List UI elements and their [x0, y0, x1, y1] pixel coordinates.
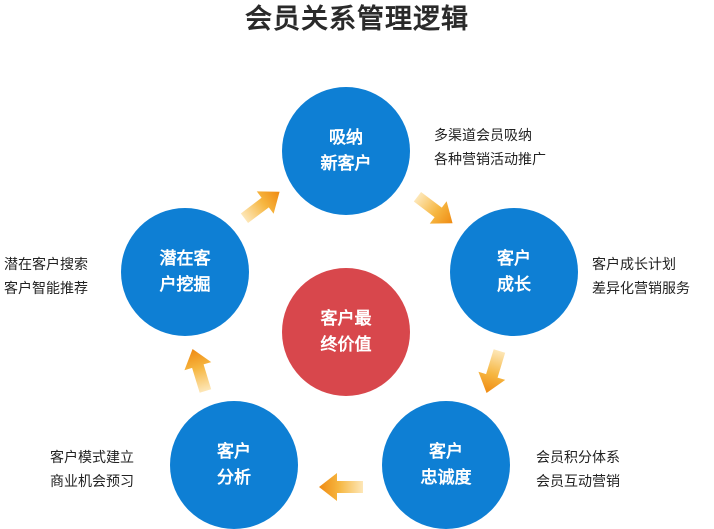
- arrow-grow-to-loyalty: [478, 349, 506, 394]
- node-grow-line1: 客户: [497, 249, 531, 269]
- node-analyze-label: 客户 分析: [174, 439, 294, 491]
- node-acquire-line1: 吸纳: [329, 128, 363, 148]
- desc-analyze-line1: 客户模式建立: [50, 450, 134, 466]
- desc-loyalty-line2: 会员互动营销: [536, 474, 620, 490]
- desc-analyze-line2: 商业机会预习: [50, 474, 134, 490]
- desc-grow-line2: 差异化营销服务: [592, 281, 690, 297]
- node-loyalty-label: 客户 忠诚度: [386, 439, 506, 491]
- desc-analyze: 客户模式建立 商业机会预习: [50, 446, 134, 494]
- desc-acquire: 多渠道会员吸纳 各种营销活动推广: [434, 124, 546, 172]
- center-value-line2: 终价值: [320, 335, 372, 355]
- node-grow-label: 客户 成长: [454, 246, 574, 298]
- node-mine-label: 潜在客 户挖掘: [125, 246, 245, 298]
- node-mine-line2: 户挖掘: [159, 275, 211, 295]
- node-acquire-line2: 新客户: [320, 154, 372, 174]
- node-mine-line1: 潜在客: [159, 249, 211, 269]
- arrow-loyalty-to-analyze: [319, 473, 363, 501]
- desc-mine: 潜在客户搜索 客户智能推荐: [4, 253, 88, 301]
- desc-acquire-line2: 各种营销活动推广: [434, 152, 546, 168]
- desc-loyalty-line1: 会员积分体系: [536, 450, 620, 466]
- center-value-line1: 客户最: [320, 309, 372, 329]
- diagram-title: 会员关系管理逻辑: [245, 4, 469, 35]
- arrow-analyze-to-mine: [184, 348, 212, 393]
- node-mine-circle: [121, 208, 249, 336]
- node-analyze-line2: 分析: [217, 468, 251, 488]
- arrow-acquire-to-grow: [413, 191, 453, 224]
- center-value-circle: [282, 268, 410, 396]
- node-acquire-label: 吸纳 新客户: [286, 125, 406, 177]
- node-loyalty-line2: 忠诚度: [420, 468, 472, 488]
- node-analyze-line1: 客户: [217, 442, 251, 462]
- arrow-mine-to-acquire: [240, 191, 280, 224]
- desc-grow-line1: 客户成长计划: [592, 257, 676, 273]
- node-loyalty-line1: 客户: [429, 442, 463, 462]
- center-value-label: 客户最 终价值: [286, 306, 406, 358]
- node-analyze-circle: [170, 401, 298, 529]
- desc-mine-line2: 客户智能推荐: [4, 281, 88, 297]
- node-loyalty-circle: [382, 401, 510, 529]
- desc-loyalty: 会员积分体系 会员互动营销: [536, 446, 620, 494]
- node-acquire-circle: [282, 87, 410, 215]
- desc-mine-line1: 潜在客户搜索: [4, 257, 88, 273]
- desc-grow: 客户成长计划 差异化营销服务: [592, 253, 690, 301]
- desc-acquire-line1: 多渠道会员吸纳: [434, 128, 532, 144]
- node-grow-circle: [450, 208, 578, 336]
- node-grow-line2: 成长: [497, 275, 531, 295]
